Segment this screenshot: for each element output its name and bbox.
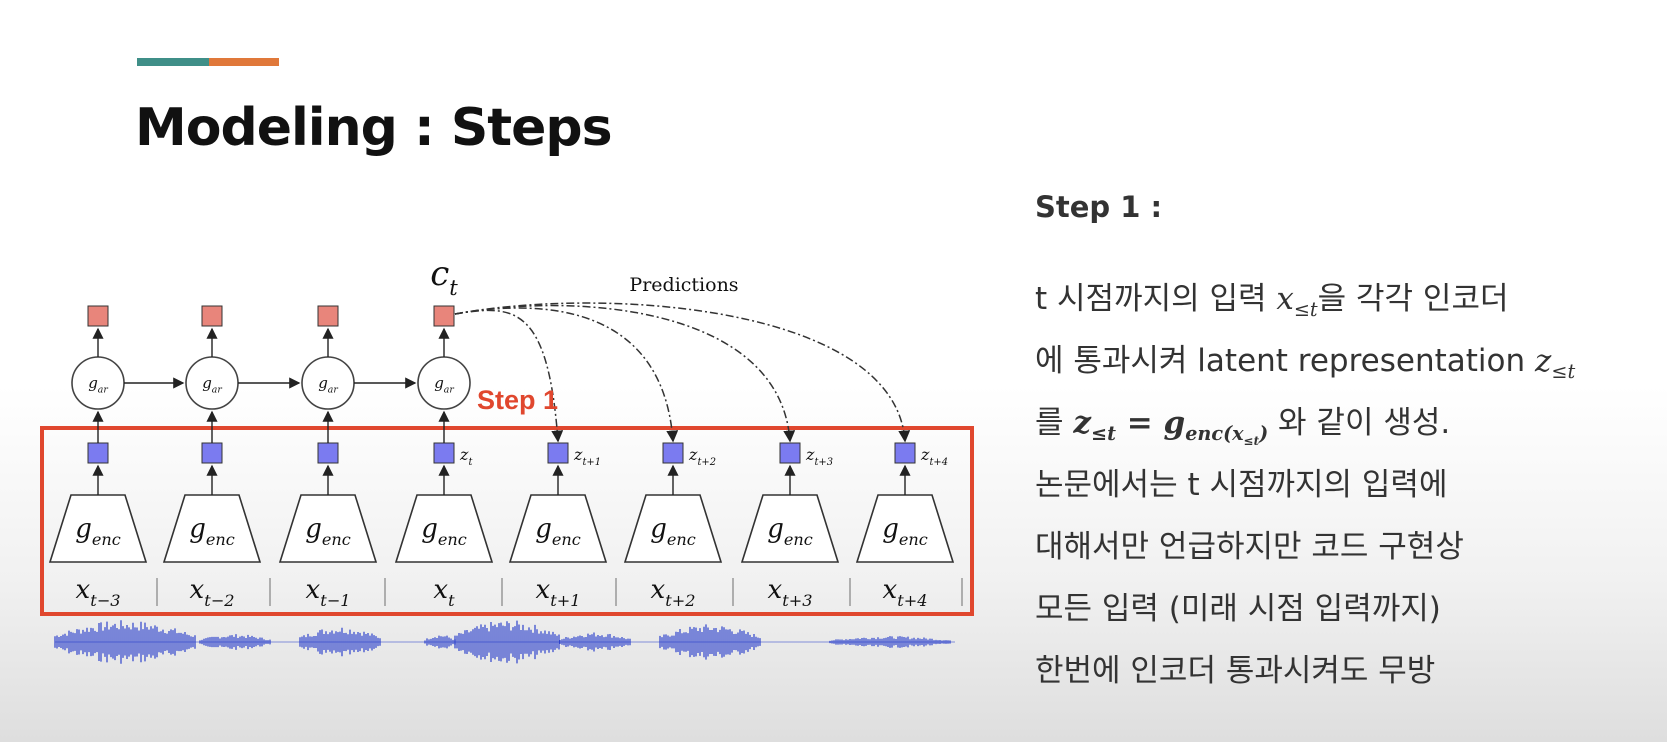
encoder-label: genc (421, 514, 467, 549)
line2-text-a: 에 통과시켜 latent representation (1035, 343, 1536, 379)
ar-node (417, 356, 471, 410)
encoder-trapezoid (623, 494, 723, 563)
math-x-le-t: x≤t (1276, 281, 1317, 321)
input-label: xt (433, 575, 455, 610)
step-heading: Step 1 : (1035, 190, 1163, 224)
latent-box (894, 442, 916, 464)
explanation-text: t 시점까지의 입력 x≤t을 각각 인코더 에 통과시켜 latent rep… (1035, 268, 1655, 702)
encoder-label: genc (882, 514, 928, 549)
encoder-label: genc (75, 514, 121, 549)
input-label: xt−2 (190, 575, 235, 610)
math-sub-close: ) (1259, 422, 1269, 446)
context-box (433, 305, 455, 327)
ar-label: gar (318, 374, 338, 396)
ar-node (185, 356, 239, 410)
prediction-arc (454, 307, 679, 443)
math-sub: ≤t (1090, 422, 1116, 446)
prediction-arc (454, 309, 564, 443)
latent-box (201, 442, 223, 464)
line1-text-b: 을 각각 인코더 (1317, 281, 1509, 317)
accent-teal (137, 58, 209, 66)
encoder-label: genc (305, 514, 351, 549)
encoder-trapezoid (508, 494, 608, 563)
latent-label: zt+4 (920, 445, 948, 468)
math-var: x (1276, 281, 1294, 317)
input-label: xt−3 (76, 575, 121, 610)
latent-box (87, 442, 109, 464)
input-label: xt−1 (306, 575, 351, 610)
prediction-arc (454, 304, 796, 443)
slide-title: Modeling : Steps (135, 98, 613, 158)
encoder-label: genc (535, 514, 581, 549)
encoder-label: genc (189, 514, 235, 549)
explanation-line-5: 대해서만 언급하지만 코드 구현상 (1035, 529, 1464, 565)
line3-text-a: 를 (1035, 405, 1074, 441)
explanation-line-2: 에 통과시켜 latent representation z≤t (1035, 330, 1655, 392)
predictions-label: Predictions (629, 274, 738, 296)
math-sub: ≤t (1293, 298, 1318, 322)
context-label: ct (430, 254, 458, 300)
encoder-trapezoid (394, 494, 494, 563)
latent-label: zt+2 (688, 445, 716, 468)
math-equation: z≤t = genc(x≤t) (1073, 405, 1268, 448)
step1-frame (40, 426, 974, 616)
math-var: z (1535, 343, 1552, 379)
math-sub-part: enc(x (1185, 422, 1244, 446)
ar-node (301, 356, 355, 410)
explanation-line-1: t 시점까지의 입력 x≤t을 각각 인코더 (1035, 268, 1655, 330)
latent-layer: zt zt+1 zt+2 zt+3 zt+4 (87, 442, 948, 468)
line1-text-a: t 시점까지의 입력 (1035, 281, 1277, 317)
ar-label: gar (202, 374, 222, 396)
math-sub: ≤t (1551, 360, 1576, 384)
context-layer: ct (87, 254, 458, 327)
waveform-layer (54, 620, 955, 664)
step1-frame-layer (40, 426, 974, 616)
explanation-line-7: 한번에 인코더 통과시켜도 무방 (1035, 653, 1436, 689)
encoder-trapezoid (855, 494, 955, 563)
label-layer: Step 1 (477, 385, 558, 415)
accent-orange (209, 58, 279, 66)
explanation-line-4: 논문에서는 t 시점까지의 입력에 (1035, 467, 1448, 503)
latent-box (433, 442, 455, 464)
predictions-layer: Predictions (454, 274, 911, 443)
math-sub-sub: ≤t (1243, 434, 1260, 449)
line3-text-b: 와 같이 생성. (1268, 405, 1451, 441)
input-label: xt+3 (768, 575, 813, 610)
ar-label: gar (88, 374, 108, 396)
latent-label: zt (459, 445, 472, 468)
latent-label: zt+3 (805, 445, 833, 468)
context-box (87, 305, 109, 327)
latent-label: zt+1 (573, 445, 601, 468)
latent-box (779, 442, 801, 464)
math-var: g (1163, 405, 1186, 441)
math-var: z (1073, 405, 1091, 441)
encoder-label: genc (767, 514, 813, 549)
ar-node (71, 356, 125, 410)
input-label: xt+1 (536, 575, 581, 610)
encoder-trapezoid (740, 494, 840, 563)
input-label: xt+2 (651, 575, 696, 610)
context-box (317, 305, 339, 327)
encoder-layer: genc xt−3 genc xt−2 genc xt−1 genc xt genc xt+1 ge… (48, 464, 955, 610)
ar-label: gar (434, 374, 454, 396)
explanation-line-6: 모든 입력 (미래 시점 입력까지) (1035, 591, 1441, 627)
cpc-diagram: genc xt−3 genc xt−2 genc xt−1 genc xt genc xt+1 ge… (40, 254, 974, 664)
step1-label: Step 1 (477, 385, 558, 415)
prediction-arc (454, 302, 911, 443)
latent-box (662, 442, 684, 464)
input-label: xt+4 (883, 575, 928, 610)
latent-box (317, 442, 339, 464)
encoder-trapezoid (162, 494, 262, 563)
latent-box (547, 442, 569, 464)
context-box (201, 305, 223, 327)
explanation-line-3: 를 z≤t = genc(x≤t) 와 같이 생성. (1035, 392, 1655, 454)
math-z-le-t: z≤t (1535, 343, 1575, 383)
title-accent-bar (137, 58, 279, 66)
encoder-trapezoid (48, 494, 148, 563)
encoder-label: genc (650, 514, 696, 549)
encoder-trapezoid (278, 494, 378, 563)
math-sub: enc(x≤t) (1185, 422, 1269, 449)
math-equals: = (1115, 405, 1164, 441)
autoregressive-layer: gar gar gar gar (71, 327, 471, 443)
